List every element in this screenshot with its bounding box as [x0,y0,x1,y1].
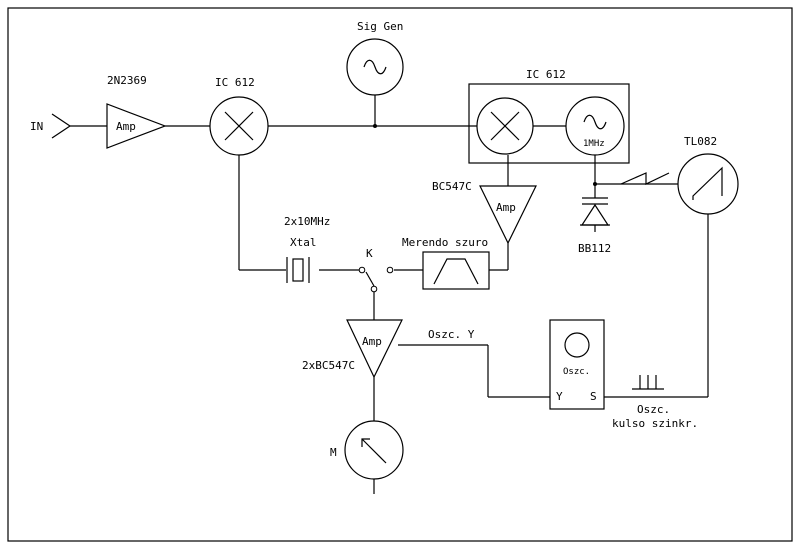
oscilloscope [549,319,605,410]
amplifier-1 [106,103,167,149]
sawtooth-generator-icon [677,153,739,215]
oscilloscope-s-input: S [590,390,597,403]
input-connector [51,113,72,139]
amplifier-1-label: Amp [116,120,136,133]
junction-dot [373,124,377,128]
amplifier-1-part: 2N2369 [107,74,147,87]
signal-generator-icon [346,38,404,96]
filter-label: Merendo szuro [402,236,488,249]
ext-sync-label-line2: kulso szinkr. [612,417,698,430]
sawtooth-wave-icon [620,172,670,185]
mixer-1-label: IC 612 [215,76,255,89]
ic612-package-label: IC 612 [526,68,566,81]
amplifier-3 [346,319,403,379]
crystal-label-line1: 2x10MHz [284,215,330,228]
crystal-icon [286,257,310,283]
ext-sync-label-line1: Oszc. [637,403,670,416]
amplifier-2 [479,185,537,245]
varicap-diode-icon [580,197,610,226]
wiring [70,94,709,494]
tl082-label: TL082 [684,135,717,148]
varicap-label: BB112 [578,242,611,255]
switch-k[interactable] [358,266,394,293]
oscillator-frequency: 1MHz [583,139,605,149]
amplifier-2-part: BC547C [432,180,472,193]
amplifier-3-label: Amp [362,335,382,348]
amplifier-2-label: Amp [496,201,516,214]
mixer-2-icon [476,97,534,155]
ic612-package [468,83,630,164]
meter-icon [344,420,404,480]
meter-label: M [330,446,337,459]
drawing-frame [7,7,793,542]
bandpass-filter-icon [422,251,490,290]
mixer-1-icon [209,96,269,156]
sync-pulse-icon [632,375,664,390]
input-label: IN [30,120,43,133]
scope-y-label: Oszc. Y [428,328,475,341]
signal-generator-label: Sig Gen [357,20,403,33]
amplifier-3-part: 2xBC547C [302,359,355,372]
oscillator-icon [565,96,625,156]
oscilloscope-label: Oszc. [563,367,590,377]
crystal-label-line2: Xtal [290,236,317,249]
oscilloscope-y-input: Y [556,390,563,403]
junction-dot [593,182,597,186]
switch-label: K [366,247,373,260]
